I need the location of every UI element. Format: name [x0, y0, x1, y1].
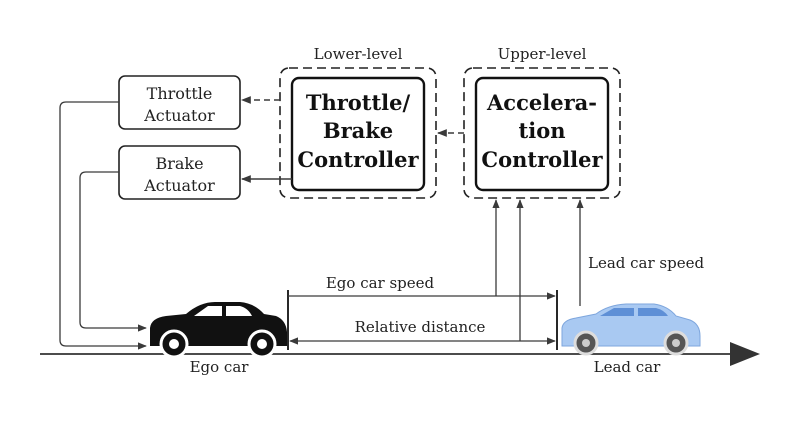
road-arrowhead-icon	[730, 342, 760, 366]
brake-to-ego-line	[79, 171, 147, 332]
ego-car-icon	[150, 302, 287, 359]
relative-distance-label: Relative distance	[355, 318, 486, 336]
throttle-brake-controller-line1: Throttle/	[306, 90, 411, 115]
acceleration-controller-box	[474, 76, 610, 192]
upper-level-label: Upper-level	[498, 45, 587, 63]
throttle-actuator-line1: Throttle	[147, 84, 213, 103]
throttle-brake-controller-box	[290, 76, 426, 192]
lead-speed-label: Lead car speed	[588, 254, 704, 272]
acceleration-controller-line3: Controller	[481, 147, 603, 172]
throttle-to-ego-line	[59, 101, 147, 350]
throttle-actuator-line2: Actuator	[143, 106, 215, 125]
throttle-brake-controller-line3: Controller	[297, 147, 419, 172]
lower-level-label: Lower-level	[314, 45, 403, 63]
lead-car-icon	[561, 303, 701, 356]
brake-actuator-line2: Actuator	[143, 176, 215, 195]
brake-actuator-line1: Brake	[155, 154, 203, 173]
acceleration-controller-line1: Accelera-	[486, 90, 597, 115]
lead-car-label: Lead car	[594, 358, 661, 376]
ego-car-label: Ego car	[190, 358, 250, 376]
throttle-brake-controller-line2: Brake	[323, 118, 393, 143]
ego-speed-label: Ego car speed	[326, 274, 435, 292]
acceleration-controller-line2: tion	[519, 118, 566, 143]
